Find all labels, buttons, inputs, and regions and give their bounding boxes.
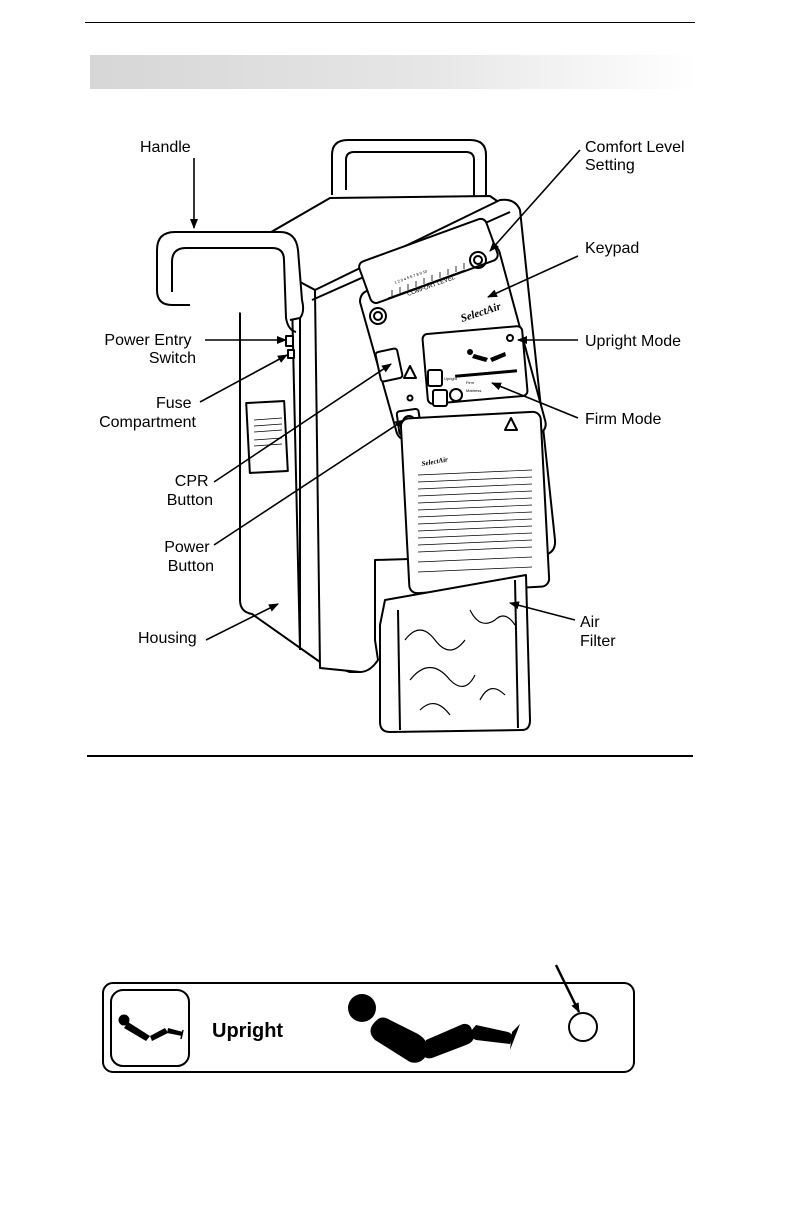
callout-air-filter: Air Filter (580, 614, 616, 650)
callout-upright-mode: Upright Mode (585, 333, 681, 350)
upright-mode-panel: Upright (103, 965, 634, 1072)
air-filter-graphic (380, 575, 530, 732)
callout-housing: Housing (138, 630, 197, 647)
callout-fuse-compartment: Fuse Compartment (99, 395, 196, 431)
callout-cpr-button: CPR Button (167, 473, 213, 509)
callout-firm-mode: Firm Mode (585, 411, 662, 428)
upright-panel-label: Upright (212, 1020, 283, 1042)
rear-handle (332, 140, 486, 198)
section-divider (87, 755, 693, 757)
mode-firm-text: Firm (466, 380, 475, 385)
upright-mode-button[interactable] (111, 990, 189, 1066)
mode-mattress-text: Mattress (466, 388, 481, 393)
fuse-compartment-graphic (288, 350, 294, 358)
power-entry-switch-graphic (286, 336, 293, 346)
mode-upright-text: Upright (444, 376, 458, 381)
callout-comfort-level-setting: Comfort Level Setting (585, 139, 689, 174)
callout-power-button: Power Button (164, 539, 214, 575)
front-handle (157, 232, 303, 320)
upright-mode-led (569, 1013, 597, 1041)
callout-power-entry-switch: Power Entry Switch (104, 332, 196, 367)
callout-keypad: Keypad (585, 240, 639, 257)
callout-handle: Handle (140, 139, 191, 156)
